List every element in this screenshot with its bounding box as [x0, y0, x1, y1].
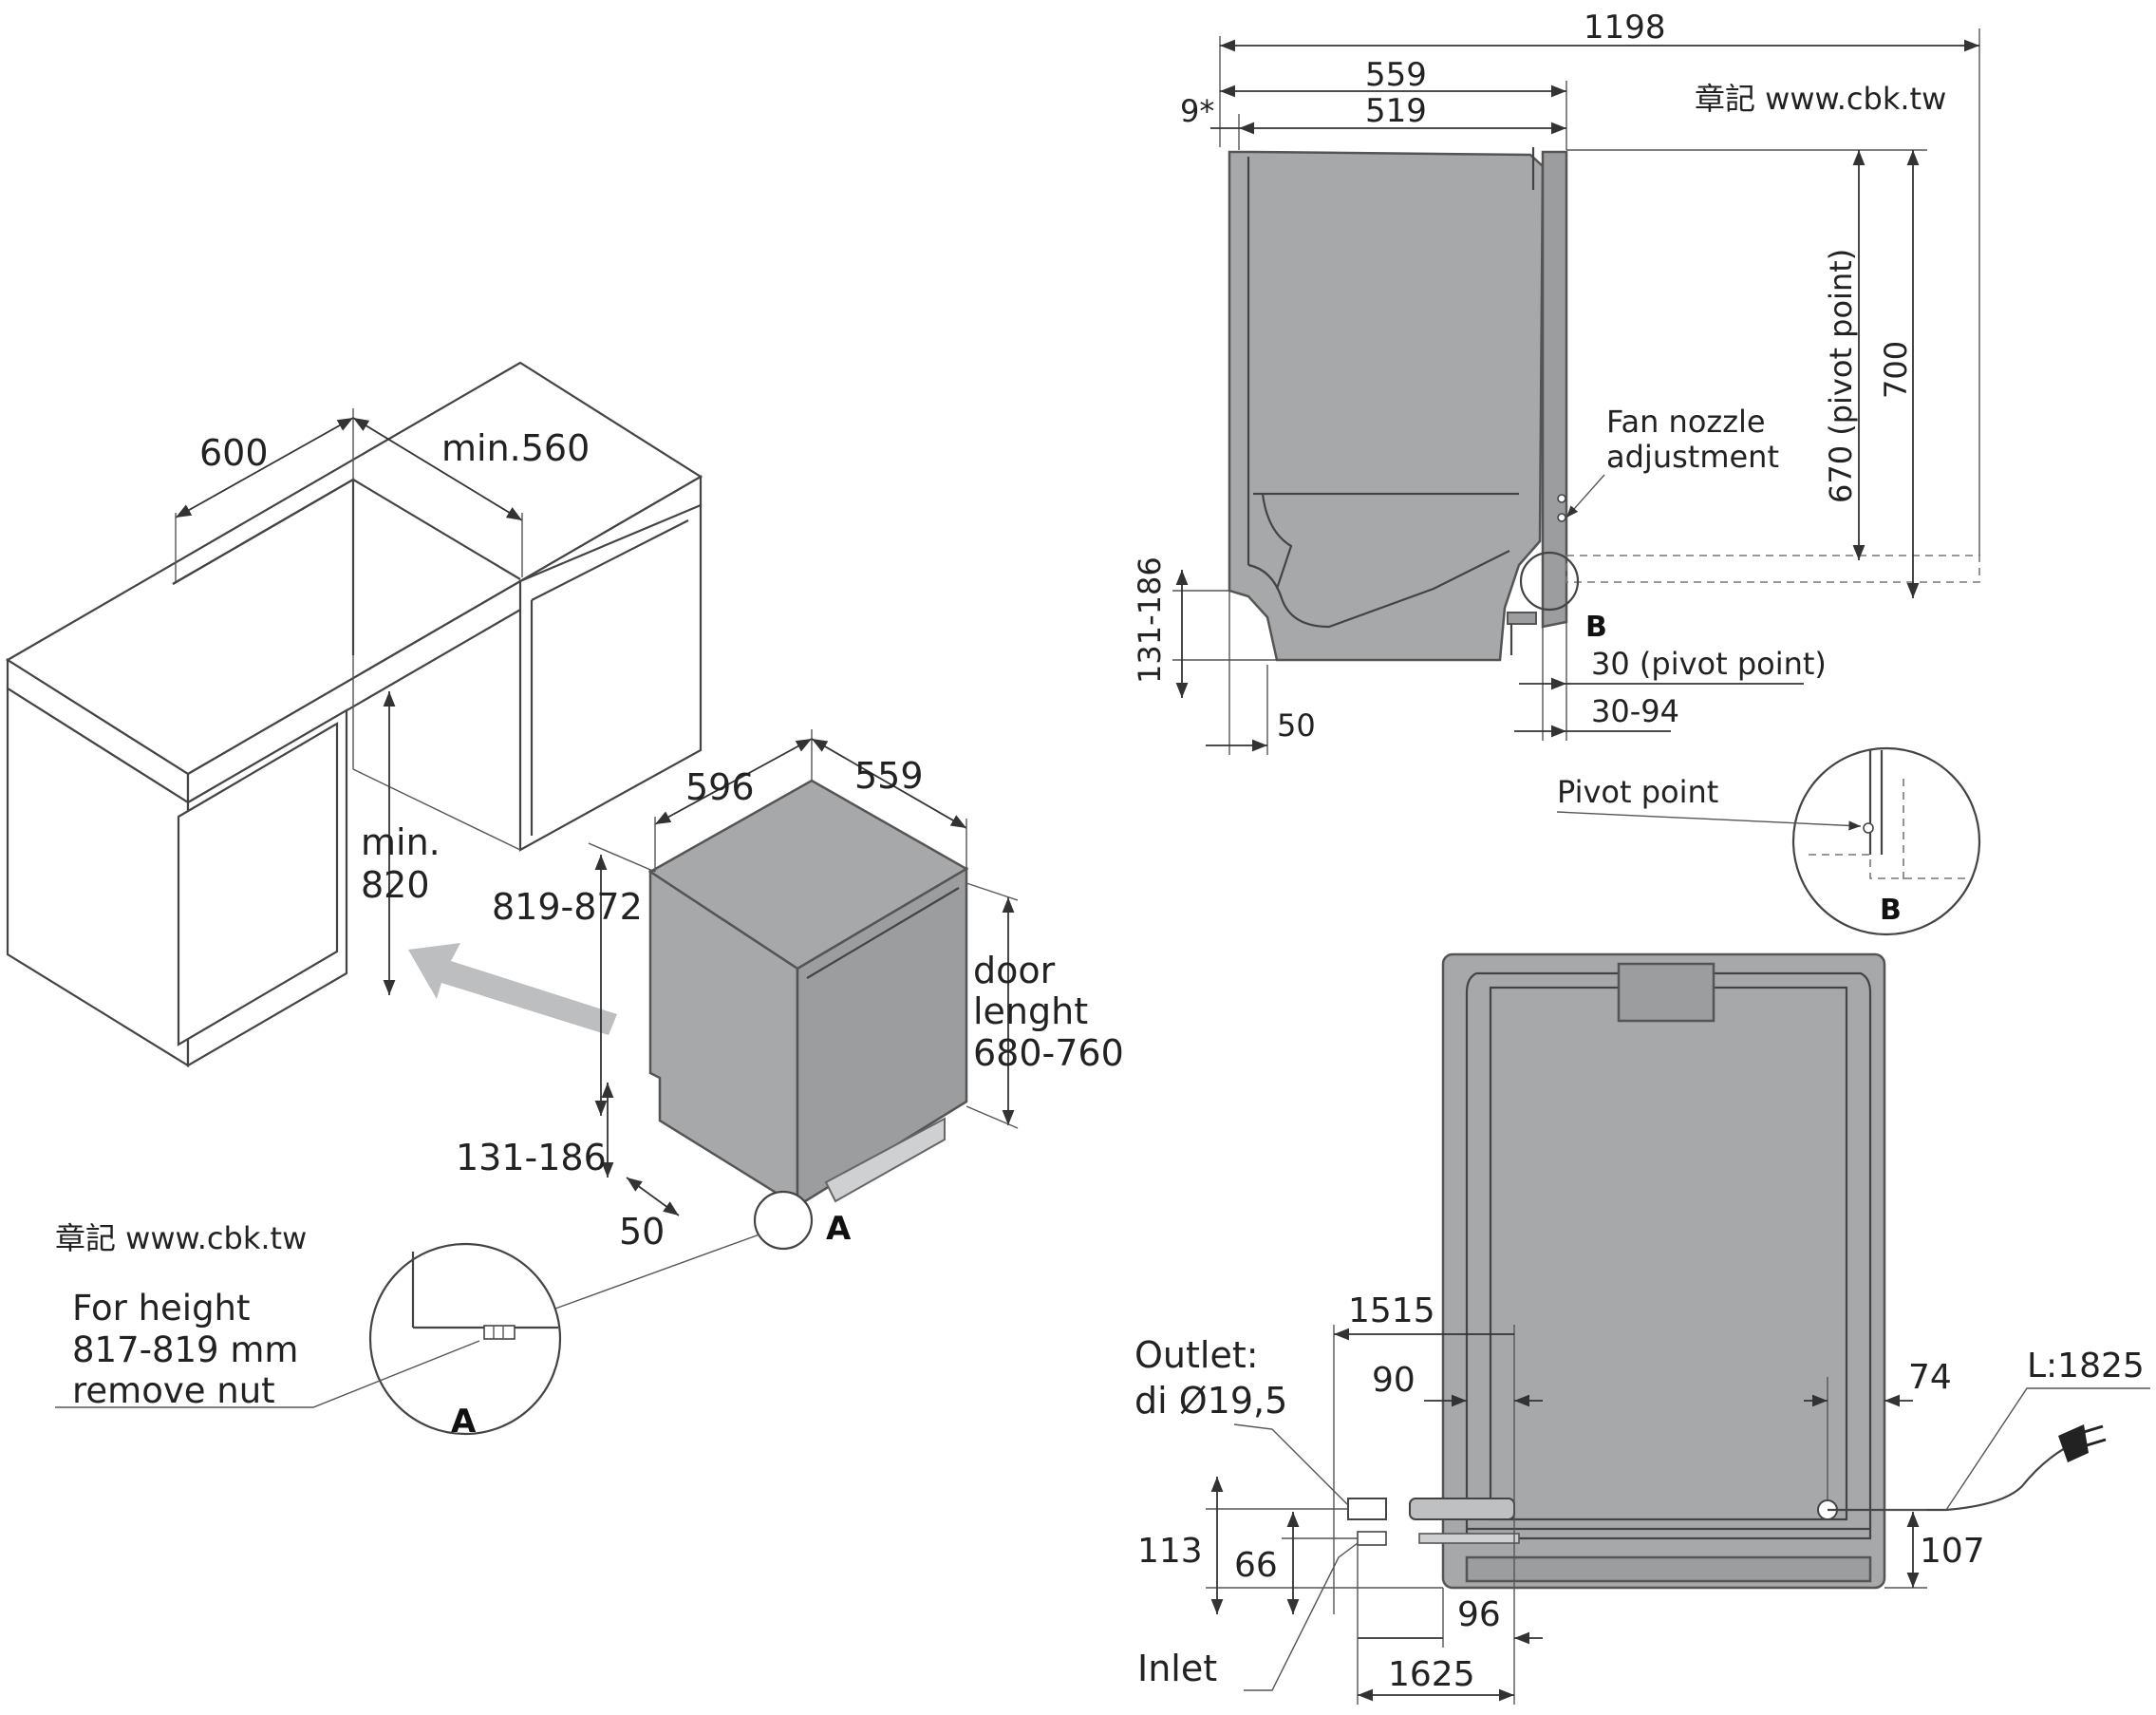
detail-a-marker: A	[826, 1210, 852, 1248]
dim-66-label: 66	[1234, 1546, 1278, 1585]
insert-direction-arrow-icon	[408, 943, 617, 1035]
detail-b: Pivot point B	[1556, 746, 1981, 936]
total-height-label: 700	[1878, 341, 1914, 399]
pivot-point-label: Pivot point	[1557, 774, 1718, 810]
side-view-dimensions: 1198 559 519 9* 670 (pivot point) 700 Fa…	[1132, 9, 1980, 755]
appliance-width-label: 596	[685, 766, 755, 808]
outlet-label-2: di Ø19,5	[1134, 1380, 1287, 1422]
dim-90-label: 90	[1372, 1361, 1415, 1400]
back-view-dimensions: 1515 Outlet: di Ø19,5 90 74 L:1825 113 6…	[1134, 1291, 2150, 1705]
dim-96-label: 96	[1457, 1595, 1501, 1634]
door-offset-label: 30-94	[1591, 693, 1679, 729]
dim-1515-label: 1515	[1348, 1291, 1435, 1330]
watermark-left: 章記 www.cbk.tw	[55, 1220, 307, 1256]
dim-74-label: 74	[1908, 1358, 1952, 1397]
dishwasher-iso-dimensions: 596 559 819-872 door lenght 680-760 131-…	[456, 729, 1124, 1253]
inlet-label: Inlet	[1137, 1648, 1217, 1689]
detail-b-marker: B	[1585, 611, 1607, 644]
niche-height-label-1: min.	[361, 821, 441, 863]
dim-113-label: 113	[1137, 1532, 1203, 1571]
cabinet-dimensions: 600 min.560 min. 820	[175, 408, 590, 995]
back-body	[1441, 952, 1886, 1590]
plinth-depth-label: 50	[619, 1211, 665, 1253]
side-plinth-depth-label: 50	[1277, 707, 1316, 744]
back-view	[1347, 952, 2107, 1590]
outlet-label-1: Outlet:	[1134, 1334, 1259, 1376]
pivot-offset-label: 30 (pivot point)	[1591, 646, 1827, 682]
offset-label: 9*	[1180, 93, 1214, 129]
detail-a: A A For height 817-819 mm remove nut	[55, 1190, 852, 1441]
detail-a-label: A	[451, 1403, 477, 1441]
appliance-depth-label: 559	[854, 755, 924, 797]
inlet-hose	[1418, 1533, 1520, 1544]
niche-height-label-2: 820	[361, 864, 430, 906]
door-open-outline	[1565, 555, 1980, 583]
side-plinth-height-label: 131-186	[1132, 556, 1168, 684]
detail-b-label: B	[1880, 894, 1902, 927]
remove-nut-note-1: For height	[72, 1288, 251, 1329]
depth-inner-label: 519	[1365, 92, 1427, 130]
depth-outer-label: 559	[1365, 56, 1427, 94]
pivot-height-label: 670 (pivot point)	[1823, 249, 1859, 503]
dishwasher-iso	[647, 779, 969, 1209]
side-body	[1228, 150, 1545, 662]
cabinet-illustration	[5, 361, 703, 1067]
dim-107-label: 107	[1920, 1532, 1985, 1571]
cable-length-label: L:1825	[2027, 1347, 2145, 1385]
fan-nozzle-label-2: adjustment	[1606, 439, 1779, 475]
door-label-2: lenght	[973, 990, 1088, 1032]
total-depth-label: 1198	[1584, 9, 1666, 47]
fan-nozzle-label-1: Fan nozzle	[1606, 404, 1766, 440]
side-view	[1228, 147, 1980, 662]
niche-depth-label: min.560	[441, 427, 590, 469]
door-label-1: door	[973, 950, 1056, 991]
remove-nut-note-2: 817-819 mm	[72, 1329, 298, 1370]
door-label-3: 680-760	[973, 1032, 1124, 1074]
niche-width-label: 600	[199, 432, 269, 474]
remove-nut-note-3: remove nut	[72, 1370, 275, 1411]
plinth-height-label: 131-186	[456, 1137, 607, 1178]
dim-1625-label: 1625	[1388, 1655, 1475, 1694]
outlet-hose	[1409, 1498, 1515, 1520]
dishwasher-door	[796, 866, 968, 1209]
watermark-top-right: 章記 www.cbk.tw	[1695, 81, 1946, 117]
dishwasher-plinth	[824, 1117, 946, 1203]
appliance-height-label: 819-872	[492, 886, 643, 928]
power-plug-icon	[2058, 1424, 2089, 1462]
left-cabinet-door	[177, 722, 339, 1046]
